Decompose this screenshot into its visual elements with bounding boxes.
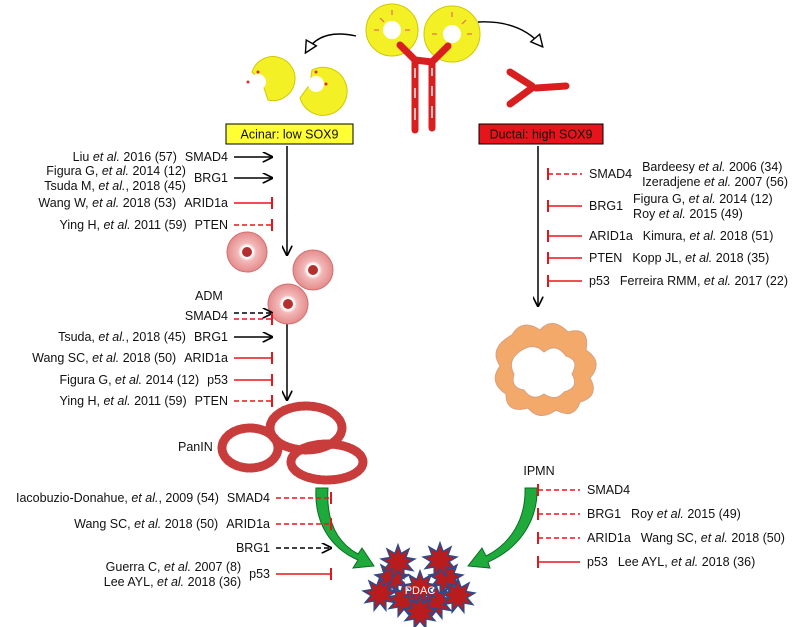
reference-text: Tsuda, et al., 2018 (45) (58, 330, 186, 344)
gene-label: ARID1a (589, 229, 633, 243)
acinar-box (225, 123, 354, 145)
regulator-row-smad4: SMAD4 (185, 309, 272, 325)
gene-label: p53 (587, 555, 608, 569)
reference-text: Ying H, et al. 2011 (59) (59, 218, 186, 232)
gene-label: BRG1 (236, 541, 270, 555)
reference-text: Lee AYL, et al. 2018 (36) (618, 555, 755, 569)
acinar-cluster-icon (365, 3, 481, 63)
reference-text: Liu et al. 2016 (57) (73, 150, 177, 164)
regulator-row-smad4: SMAD4 Bardeesy et al. 2006 (34)Izeradjene… (547, 160, 788, 189)
panin-to-pdac-arrow (315, 487, 375, 569)
stage-label-ipmn: IPMN (523, 464, 554, 478)
gene-label: p53 (249, 567, 270, 581)
ipmn-illustration (494, 323, 597, 416)
gene-label: SMAD4 (185, 150, 228, 164)
regulator-row-pten: PTEN Kopp JL, et al. 2018 (35) (547, 251, 769, 265)
reference-text: Figura G, et al. 2014 (12) (59, 373, 199, 387)
regulator-row-p53: p53 Lee AYL, et al. 2018 (36) (537, 555, 755, 569)
reference-text: Wang SC, et al. 2018 (50) (32, 351, 176, 365)
tumor-cell (439, 576, 477, 615)
gene-label: ARID1a (226, 517, 270, 531)
stage-label-panin: PanIN (178, 440, 213, 454)
reference-text: Ferreira RMM, et al. 2017 (22) (620, 274, 788, 288)
to-acinar-arrow (306, 33, 357, 52)
gene-label: ARID1a (184, 196, 228, 210)
regulator-row-brg1: BRG1 Figura G, et al. 2014 (12)Tsuda M, e… (44, 164, 272, 193)
gene-label: BRG1 (194, 171, 228, 185)
panin-illustration (217, 401, 368, 485)
gene-label: PTEN (195, 394, 228, 408)
gene-label: p53 (589, 274, 610, 288)
acinar-box-label: Acinar: low SOX9 (241, 128, 339, 142)
reference-text: Roy et al. 2015 (49) (631, 507, 741, 521)
stage-label-adm: ADM (195, 289, 223, 303)
acinar-cells-icon (246, 56, 348, 116)
regulator-row-smad4: SMAD4 (537, 483, 630, 497)
reference-text: Figura G, et al. 2014 (12) (46, 164, 186, 178)
gene-label: PTEN (589, 251, 622, 265)
reference-text: Tsuda M, et al., 2018 (45) (44, 179, 186, 193)
regulator-row-pten: PTEN Ying H, et al. 2011 (59) (59, 394, 273, 408)
gene-label: SMAD4 (587, 483, 630, 497)
gene-label: BRG1 (587, 507, 621, 521)
reference-text: Figura G, et al. 2014 (12) (633, 192, 773, 206)
reference-text: Wang SC, et al. 2018 (50) (74, 517, 218, 531)
pdac-tumor-illustration (361, 540, 477, 627)
regulator-row-pten: PTEN Ying H, et al. 2011 (59) (59, 218, 273, 232)
regulator-row-arid1a: ARID1a Kimura, et al. 2018 (51) (547, 229, 774, 243)
normal-pancreas-illustration (365, 3, 481, 134)
gene-label: PTEN (195, 218, 228, 232)
regulator-row-arid1a: ARID1a Wang SC, et al. 2018 (50) (32, 351, 273, 365)
reference-text: Bardeesy et al. 2006 (34) (642, 160, 782, 174)
ductal-box-label: Ductal: high SOX9 (490, 128, 593, 142)
regulator-row-brg1: BRG1 (236, 541, 331, 555)
reference-text: Izeradjene et al. 2007 (56) (642, 175, 788, 189)
tumor-cell (421, 540, 459, 579)
gene-label: BRG1 (589, 199, 623, 213)
to-ductal-arrow (477, 21, 542, 46)
regulator-row-arid1a: ARID1a Wang SC, et al. 2018 (50) (537, 531, 785, 545)
reference-text: Ying H, et al. 2011 (59) (59, 394, 186, 408)
regulator-row-p53: p53 Ferreira RMM, et al. 2017 (22) (547, 274, 788, 288)
tumor-cell (361, 574, 399, 613)
regulator-row-p53: p53 Figura G, et al. 2014 (12) (59, 373, 273, 387)
reference-text: Wang W, et al. 2018 (53) (38, 196, 176, 210)
reference-text: Guerra C, et al. 2007 (8) (106, 560, 242, 574)
regulator-row-brg1: BRG1 Roy et al. 2015 (49) (537, 507, 741, 521)
right-pathway-regulators: SMAD4 Bardeesy et al. 2006 (34)Izeradjene… (537, 160, 788, 569)
gene-label: SMAD4 (227, 491, 270, 505)
regulator-row-brg1: BRG1 Figura G, et al. 2014 (12)Roy et al.… (547, 192, 773, 221)
duct-icon (396, 41, 452, 134)
reference-text: Wang SC, et al. 2018 (50) (641, 531, 785, 545)
stage-label-pdac: PDAC (405, 585, 436, 597)
regulator-row-p53: p53 Guerra C, et al. 2007 (8)Lee AYL, et … (104, 560, 332, 589)
tumor-cell (401, 592, 439, 627)
tumor-cell (379, 542, 417, 581)
reference-text: Iacobuzio-Donahue, et al., 2009 (54) (16, 491, 219, 505)
adm-illustration (226, 231, 334, 325)
gene-label: p53 (207, 373, 228, 387)
reference-text: Lee AYL, et al. 2018 (36) (104, 575, 241, 589)
gene-label: BRG1 (194, 330, 228, 344)
reference-text: Kimura, et al. 2018 (51) (643, 229, 774, 243)
regulator-row-arid1a: ARID1a Wang W, et al. 2018 (53) (38, 196, 273, 210)
gene-label: ARID1a (184, 351, 228, 365)
reference-text: Roy et al. 2015 (49) (633, 207, 743, 221)
regulator-row-smad4: SMAD4 Iacobuzio-Donahue, et al., 2009 (54… (16, 491, 332, 505)
ductal-cells-icon (506, 68, 570, 108)
gene-label: ARID1a (587, 531, 631, 545)
ipmn-to-pdac-arrow (467, 487, 538, 569)
gene-label: SMAD4 (589, 167, 632, 181)
regulator-row-brg1: BRG1 Tsuda, et al., 2018 (45) (58, 330, 272, 344)
regulator-row-smad4: SMAD4 Liu et al. 2016 (57) (73, 150, 272, 164)
reference-text: Kopp JL, et al. 2018 (35) (632, 251, 769, 265)
regulator-row-arid1a: ARID1a Wang SC, et al. 2018 (50) (74, 517, 332, 531)
ductal-box (478, 123, 604, 145)
gene-label: SMAD4 (185, 309, 228, 323)
